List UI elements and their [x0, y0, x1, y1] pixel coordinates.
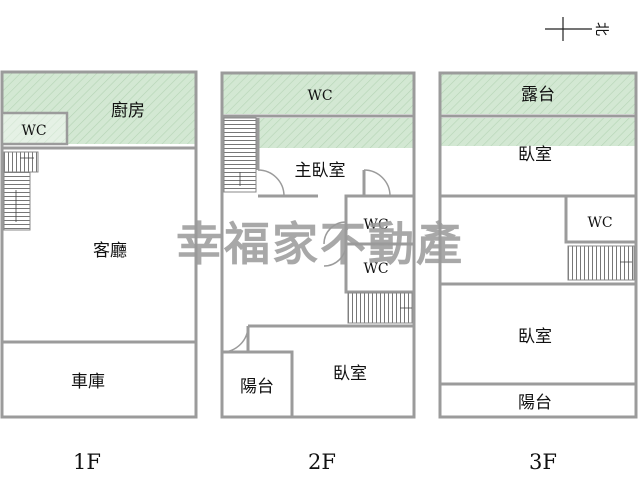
room-label-balcony-2f: 陽台 — [240, 377, 274, 397]
master-bedroom-walls — [256, 118, 414, 198]
stairs-3f — [567, 245, 635, 281]
wall-2f-lower — [220, 324, 414, 417]
floor-label-3f: 3F — [529, 450, 557, 474]
stairs-2f-right — [347, 292, 413, 324]
door-2f-lower — [221, 325, 249, 353]
room-label-bedroom-3f-top: 臥室 — [518, 145, 552, 165]
room-label-garage: 車庫 — [71, 372, 105, 392]
room-label-balcony-3f: 陽台 — [518, 393, 552, 413]
door-master-left — [257, 169, 285, 197]
room-label-wc-2f-a: WC — [363, 217, 388, 233]
room-label-wc-1f: WC — [21, 123, 46, 139]
watermark: 幸福家不動產 — [176, 217, 464, 271]
room-label-wc-3f: WC — [587, 215, 612, 231]
door-wc-a — [323, 221, 347, 245]
floor-3f-outline — [438, 71, 638, 419]
wc-2f-top-area — [222, 73, 414, 114]
room-label-bedroom-3f-bottom: 臥室 — [518, 327, 552, 347]
wet-area-2f — [258, 118, 414, 148]
terrace-area — [440, 73, 636, 114]
floor-1f: 廚房 WC 客廳 車庫 1F — [0, 70, 198, 474]
stairs-1f — [3, 151, 39, 231]
wet-area-3f — [440, 118, 636, 146]
floor-2f: 主臥室 WC WC WC 陽台 臥室 2F — [220, 71, 416, 474]
room-label-wc-2f-b: WC — [363, 261, 388, 277]
floor-label-1f: 1F — [73, 450, 101, 474]
compass: 北 — [545, 17, 609, 41]
room-label-living: 客廳 — [93, 241, 127, 261]
door-master-right — [363, 169, 391, 197]
stairs-2f-left — [223, 117, 257, 193]
wc-1f-wall — [0, 111, 69, 146]
balcony-2f-wall — [220, 350, 294, 419]
floor-1f-outline — [0, 70, 198, 419]
room-label-bedroom-2f: 臥室 — [333, 364, 367, 384]
floor-label-2f: 2F — [308, 450, 336, 474]
room-label-wc-2f-top: WC — [307, 88, 332, 104]
floor-3f: 露台 臥室 WC 臥室 陽台 3F — [438, 71, 638, 474]
compass-north-label: 北 — [593, 22, 609, 36]
walls-3f-lower — [440, 282, 636, 386]
room-label-terrace: 露台 — [521, 85, 555, 105]
room-label-master-bedroom: 主臥室 — [295, 161, 346, 181]
door-wc-b — [323, 243, 347, 267]
room-label-kitchen: 廚房 — [111, 100, 145, 121]
wc-3f-wall — [564, 194, 638, 244]
